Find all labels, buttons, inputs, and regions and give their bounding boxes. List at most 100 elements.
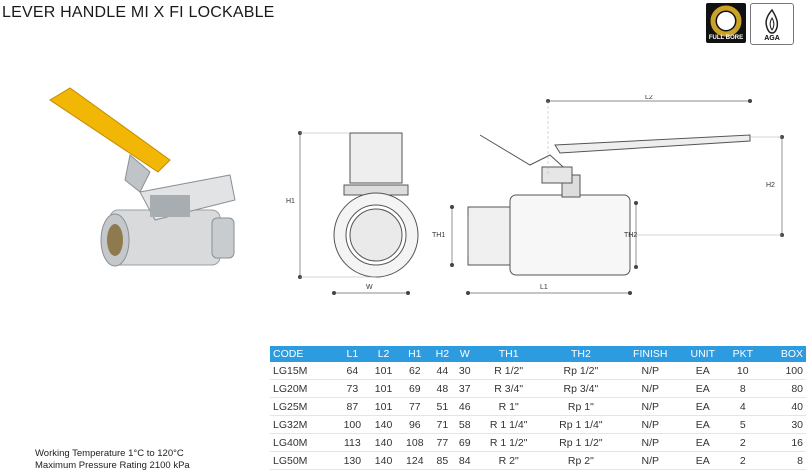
page-title: LEVER HANDLE MI X FI LOCKABLE <box>2 4 275 21</box>
valve-technical-drawing: H1 W L2 H2 TH1 TH2 L1 <box>286 95 784 295</box>
working-temperature: Working Temperature 1°C to 120°C <box>35 448 184 459</box>
table-cell: Rp 1/2" <box>542 362 620 380</box>
table-cell: N/P <box>619 451 681 470</box>
table-cell: 8 <box>724 379 761 398</box>
table-cell: 37 <box>454 379 476 398</box>
table-cell: N/P <box>619 397 681 416</box>
table-cell: 77 <box>399 397 431 416</box>
col-header: PKT <box>724 346 761 362</box>
table-cell: R 1/2" <box>475 362 543 380</box>
table-cell: N/P <box>619 415 681 434</box>
flame-icon <box>765 8 779 34</box>
table-cell: R 1 1/4" <box>475 415 543 434</box>
table-cell: 30 <box>760 415 806 434</box>
valve-photo <box>49 87 236 267</box>
table-cell: 48 <box>430 379 455 398</box>
table-cell: 101 <box>367 379 400 398</box>
table-cell: EA <box>680 362 725 380</box>
table-cell: 8 <box>760 451 806 470</box>
col-header: CODE <box>270 346 337 362</box>
table-cell: LG15M <box>270 362 337 380</box>
l2-label: L2 <box>645 95 653 101</box>
table-cell: LG40M <box>270 433 337 452</box>
table-cell: 30 <box>454 362 476 380</box>
col-header: H1 <box>399 346 431 362</box>
table-cell: 64 <box>336 362 368 380</box>
table-cell: 85 <box>430 451 455 470</box>
table-cell: 2 <box>724 433 761 452</box>
table-cell: 87 <box>336 397 368 416</box>
table-cell: EA <box>680 433 725 452</box>
l1-label: L1 <box>540 284 548 291</box>
table-cell: 73 <box>336 379 368 398</box>
table-cell: LG25M <box>270 397 337 416</box>
table-cell: R 2" <box>475 451 543 470</box>
table-cell: 101 <box>367 397 400 416</box>
aga-label: AGA <box>764 35 780 42</box>
table-cell: Rp 1 1/2" <box>542 433 620 452</box>
col-header: W <box>454 346 476 362</box>
table-cell: 69 <box>399 379 431 398</box>
col-header: H2 <box>430 346 455 362</box>
full-bore-label: FULL BORE <box>708 35 744 41</box>
table-cell: 2 <box>724 451 761 470</box>
spec-table: CODE L1 L2 H1 H2 W TH1 TH2 FINISH UNIT P… <box>270 346 806 470</box>
table-cell: Rp 2" <box>542 451 620 470</box>
table-cell: 100 <box>336 415 368 434</box>
table-cell: 130 <box>336 451 368 470</box>
table-cell: N/P <box>619 362 681 380</box>
table-cell: 140 <box>367 451 400 470</box>
table-cell: 140 <box>367 415 400 434</box>
col-header: BOX <box>760 346 806 362</box>
table-cell: 46 <box>454 397 476 416</box>
full-bore-badge: FULL BORE <box>706 3 746 43</box>
table-cell: N/P <box>619 379 681 398</box>
table-cell: 100 <box>760 362 806 380</box>
table-cell: EA <box>680 379 725 398</box>
operating-notes: Working Temperature 1°C to 120°C Maximum… <box>35 448 190 472</box>
table-cell: 51 <box>430 397 455 416</box>
table-cell: EA <box>680 397 725 416</box>
table-cell: Rp 3/4" <box>542 379 620 398</box>
table-cell: 96 <box>399 415 431 434</box>
maximum-pressure: Maximum Pressure Rating 2100 kPa <box>35 460 190 471</box>
table-cell: LG32M <box>270 415 337 434</box>
table-cell: 108 <box>399 433 431 452</box>
aga-badge: AGA <box>750 3 794 45</box>
table-cell: 71 <box>430 415 455 434</box>
col-header: UNIT <box>680 346 725 362</box>
table-cell: 80 <box>760 379 806 398</box>
table-cell: 58 <box>454 415 476 434</box>
col-header: FINISH <box>619 346 681 362</box>
table-cell: 4 <box>724 397 761 416</box>
th2-label: TH2 <box>624 232 637 239</box>
table-cell: 77 <box>430 433 455 452</box>
col-header: TH2 <box>542 346 620 362</box>
table-cell: R 1" <box>475 397 543 416</box>
col-header: L1 <box>336 346 368 362</box>
table-cell: LG50M <box>270 451 337 470</box>
w-label: W <box>366 284 373 291</box>
table-cell: EA <box>680 451 725 470</box>
table-cell: 16 <box>760 433 806 452</box>
th1-label: TH1 <box>432 232 445 239</box>
table-cell: 69 <box>454 433 476 452</box>
col-header: L2 <box>367 346 400 362</box>
table-cell: 44 <box>430 362 455 380</box>
table-cell: N/P <box>619 433 681 452</box>
table-cell: 140 <box>367 433 400 452</box>
h2-label: H2 <box>766 182 775 189</box>
table-cell: R 3/4" <box>475 379 543 398</box>
spec-table-header: CODE L1 L2 H1 H2 W TH1 TH2 FINISH UNIT P… <box>270 346 806 362</box>
table-cell: Rp 1" <box>542 397 620 416</box>
table-cell: 84 <box>454 451 476 470</box>
table-cell: 124 <box>399 451 431 470</box>
col-header: TH1 <box>475 346 543 362</box>
table-cell: Rp 1 1/4" <box>542 415 620 434</box>
